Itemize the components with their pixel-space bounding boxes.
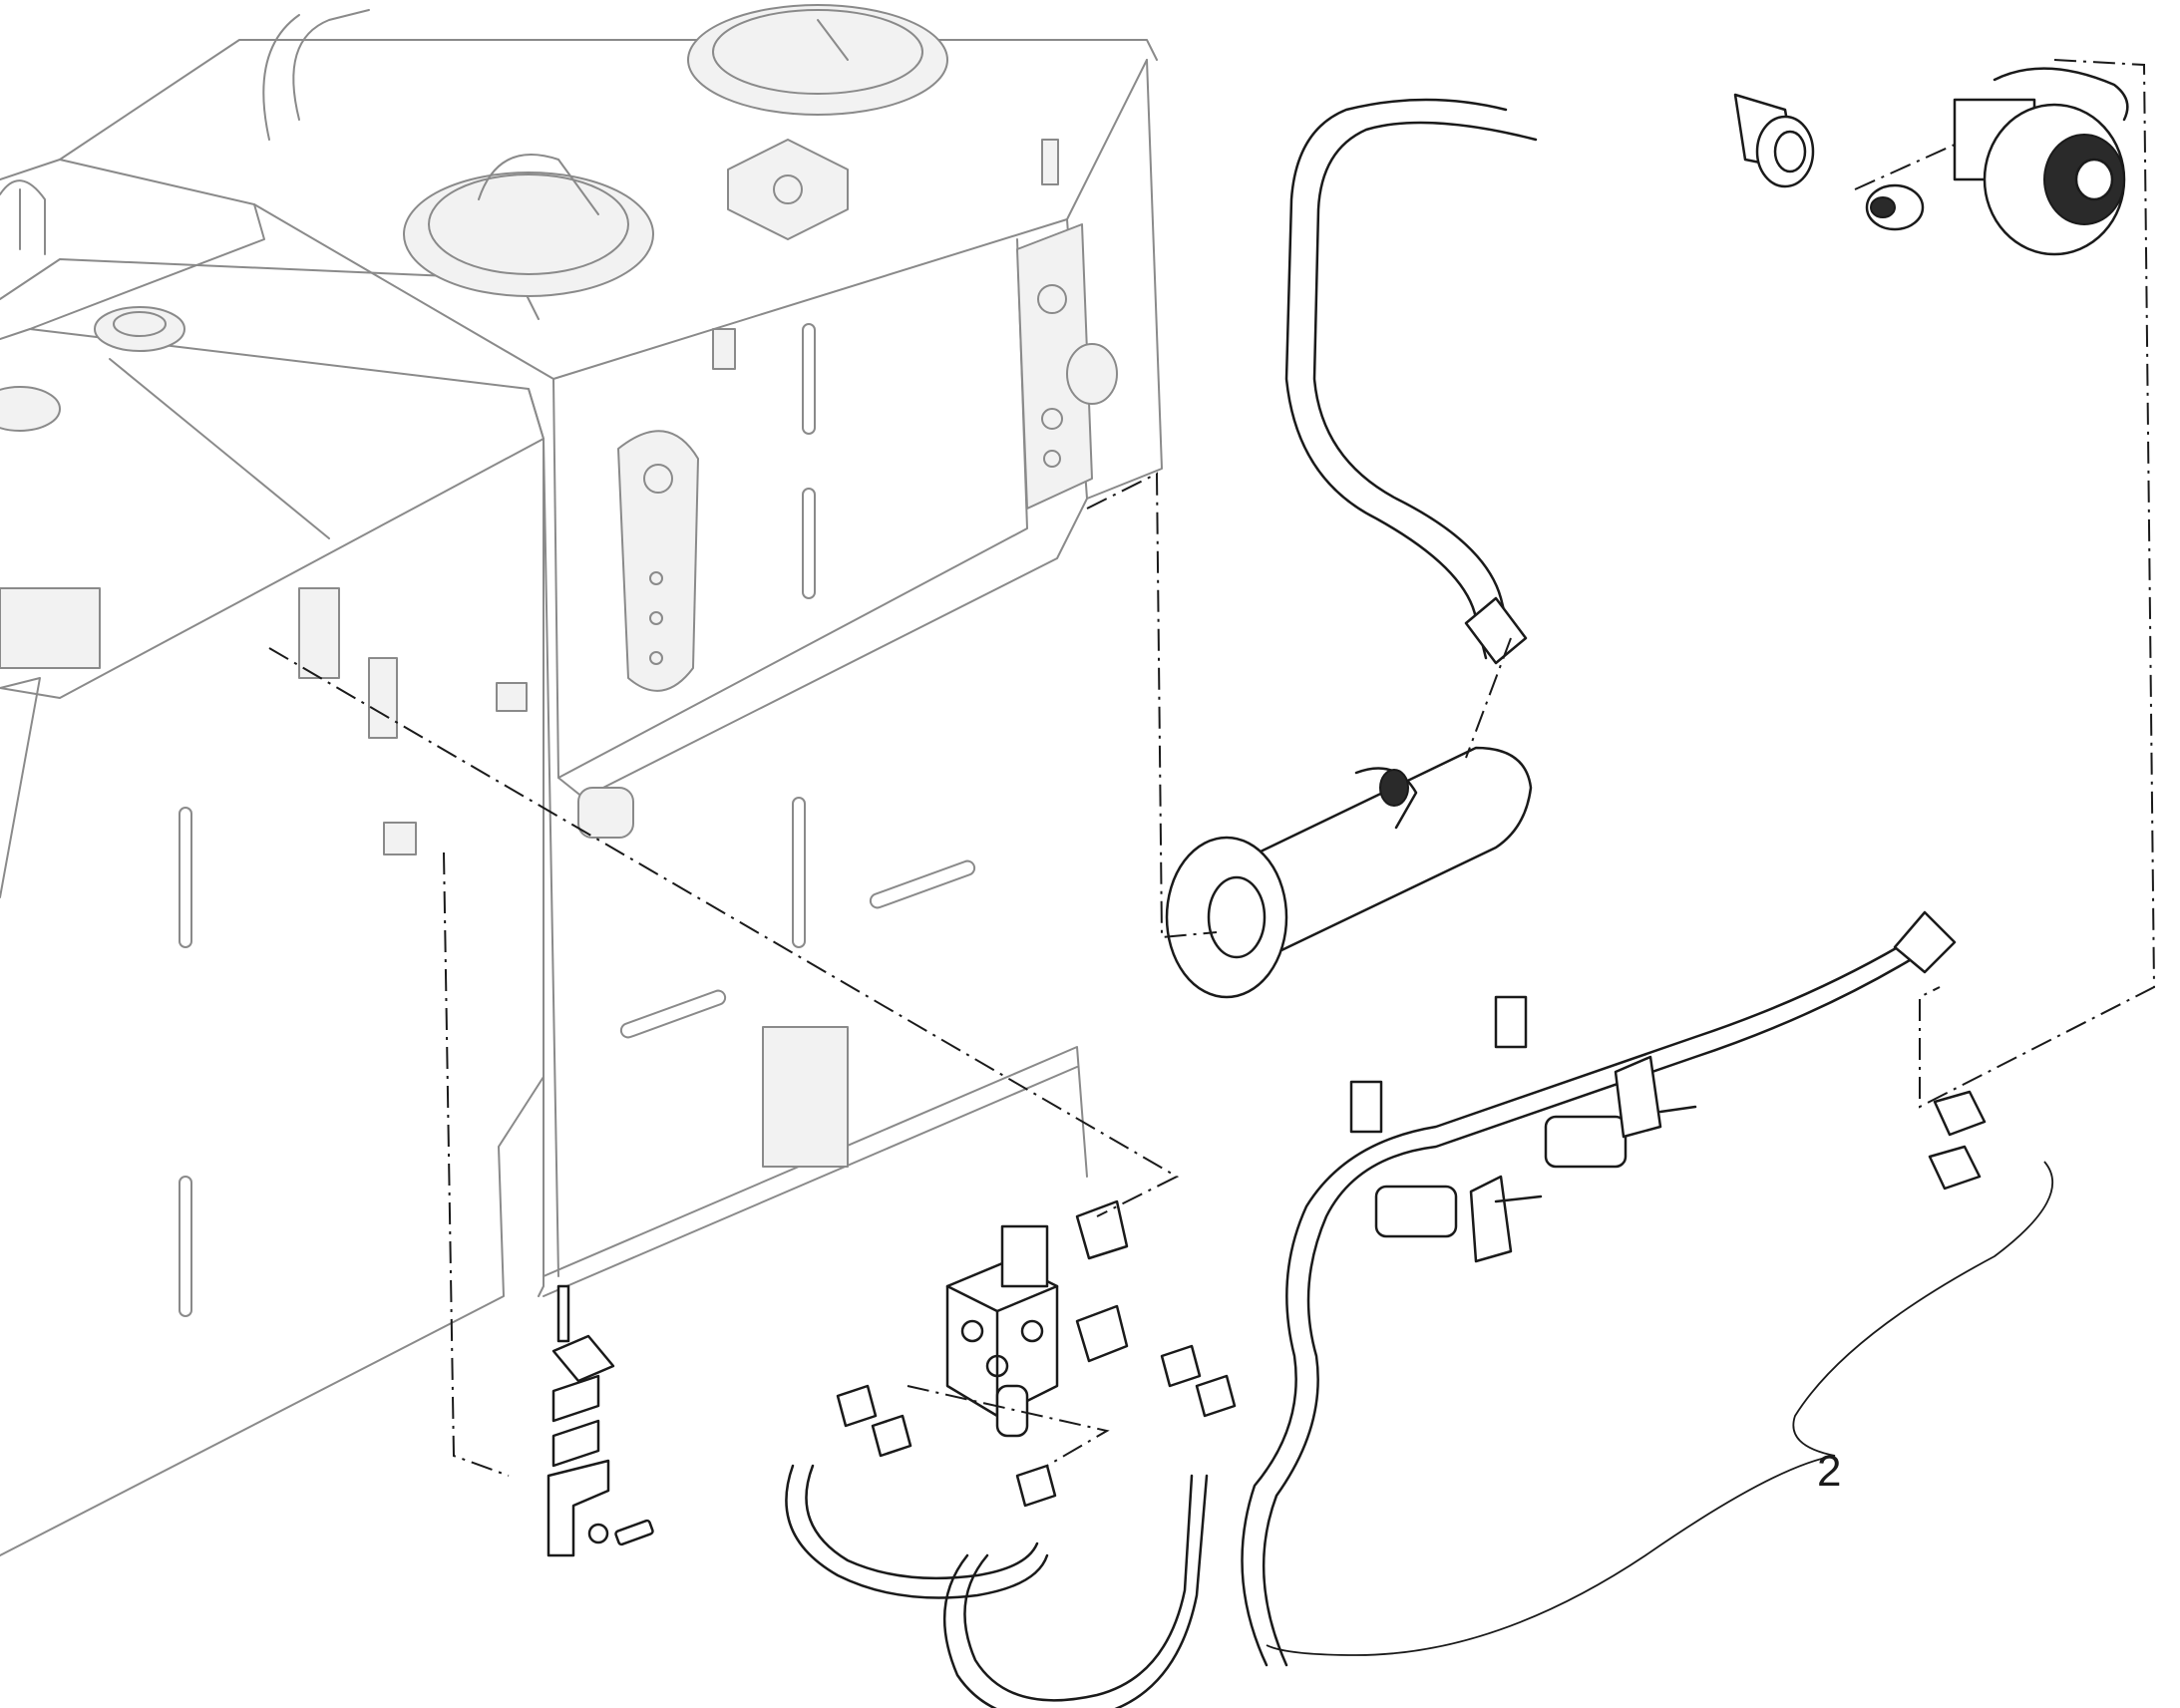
rear-tank [59, 4, 1163, 1168]
mounting-bracket-kit [546, 1284, 654, 1557]
suction-hose-upper [1284, 93, 1815, 665]
callout-brace-2 [1266, 1161, 2054, 1656]
tank-housing [0, 159, 1088, 1556]
suction-tube [1165, 746, 1533, 999]
hydraulic-pump [1865, 67, 2129, 256]
assembly-leader-lines [268, 59, 2156, 1477]
valve-block [836, 1090, 1987, 1508]
callout-label-2: 2 [1817, 1447, 1841, 1496]
pressure-hose-assembly [785, 910, 1957, 1708]
